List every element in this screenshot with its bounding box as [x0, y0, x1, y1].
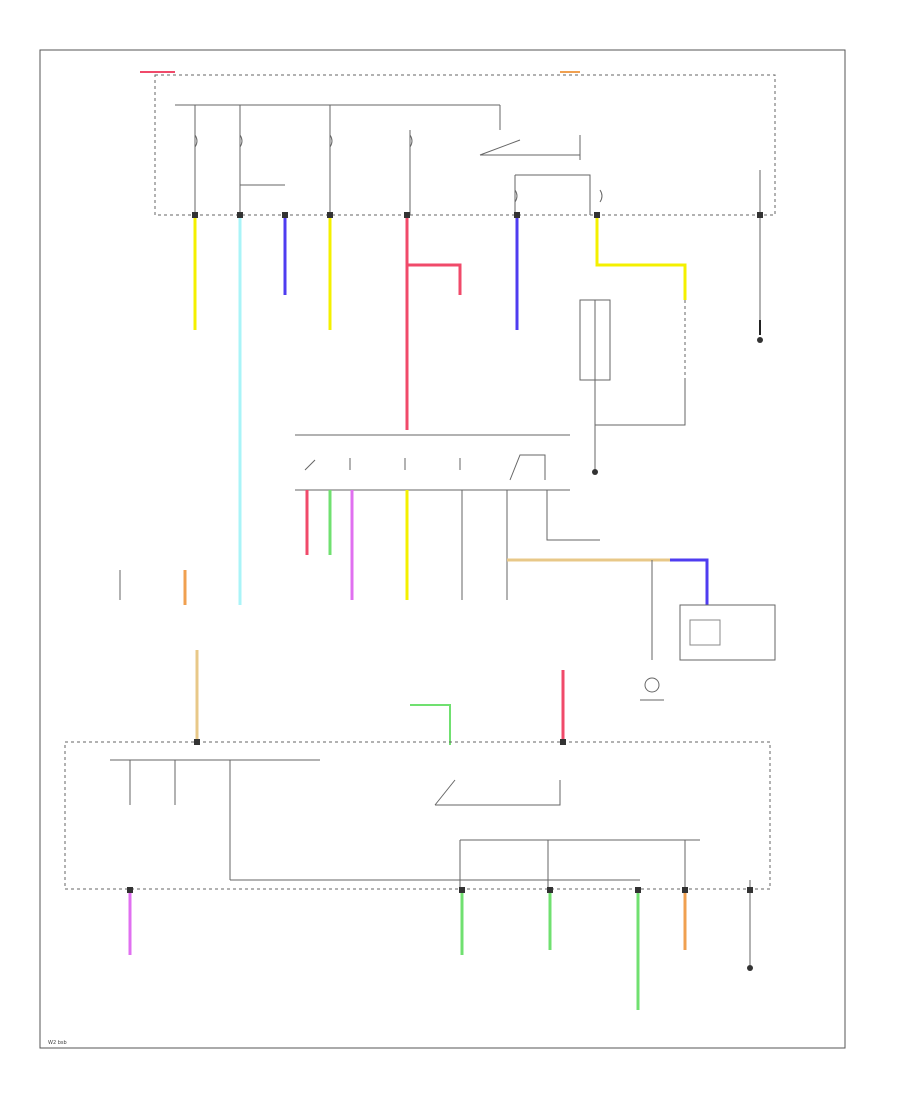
mid-contacts: [304, 458, 461, 471]
top-fuse-block: [140, 71, 776, 216]
connector-pin: [237, 212, 243, 218]
bottom-junction-block: [64, 741, 771, 890]
connector-pin: [404, 212, 410, 218]
middle-junction: [295, 434, 570, 491]
fuse-icon: [409, 134, 413, 148]
fuse-symbols: [194, 134, 603, 203]
fuse-icon: [514, 189, 518, 203]
motor-component: [579, 299, 686, 470]
connector-pin: [594, 212, 600, 218]
top-connector-pins: [192, 212, 763, 218]
connector-pin: [635, 887, 641, 893]
connector-pin: [327, 212, 333, 218]
fuse-icon: [239, 134, 243, 148]
switch-assembly-box: [679, 604, 776, 661]
connector-pin: [682, 887, 688, 893]
lamp-icon: [644, 677, 660, 693]
bottom-connector-pins: [127, 739, 753, 893]
top-harness-wires: [193, 215, 761, 605]
connector-pin: [747, 887, 753, 893]
connector-pin: [547, 887, 553, 893]
connector-pin: [192, 212, 198, 218]
wire-blue-switch: [670, 558, 709, 605]
middle-harness-wires: [305, 490, 709, 660]
fuse-loop-right: [515, 174, 591, 215]
connector-pin: [282, 212, 288, 218]
ground-icon: [747, 965, 753, 971]
wire-yellow-3: [595, 215, 687, 300]
connector-pin: [757, 212, 763, 218]
ground-icon: [592, 469, 598, 475]
fuse-icon: [599, 189, 603, 203]
ground-icon: [757, 337, 763, 343]
left-connectors: [119, 570, 199, 745]
bottom-harness-wires: [128, 890, 751, 1010]
page-code: W2 bsb: [48, 1040, 67, 1046]
switch-inner-box: [689, 619, 721, 646]
connector-pin: [514, 212, 520, 218]
connector-pin: [560, 739, 566, 745]
connector-pin: [194, 739, 200, 745]
bottom-relay-switch: [434, 779, 561, 806]
fuse-icon: [329, 134, 333, 148]
right-switch-block: [679, 604, 776, 661]
headlamp-relay-switch: [479, 139, 580, 156]
lamp-component: [640, 677, 664, 701]
wire-mid-branch: [546, 490, 600, 541]
bottom-junction-box-outline: [64, 741, 771, 890]
wire-green-bottom-feed: [410, 704, 451, 745]
wire-red-branch: [405, 215, 462, 295]
page-frame: [39, 49, 846, 1049]
ground-symbols: [592, 337, 763, 971]
mid-switch: [509, 454, 546, 481]
connector-pin: [127, 887, 133, 893]
motor-return-loop: [594, 380, 686, 426]
top-junction-box-outline: [154, 74, 776, 216]
connector-pin: [459, 887, 465, 893]
fuse-icon: [194, 134, 198, 148]
